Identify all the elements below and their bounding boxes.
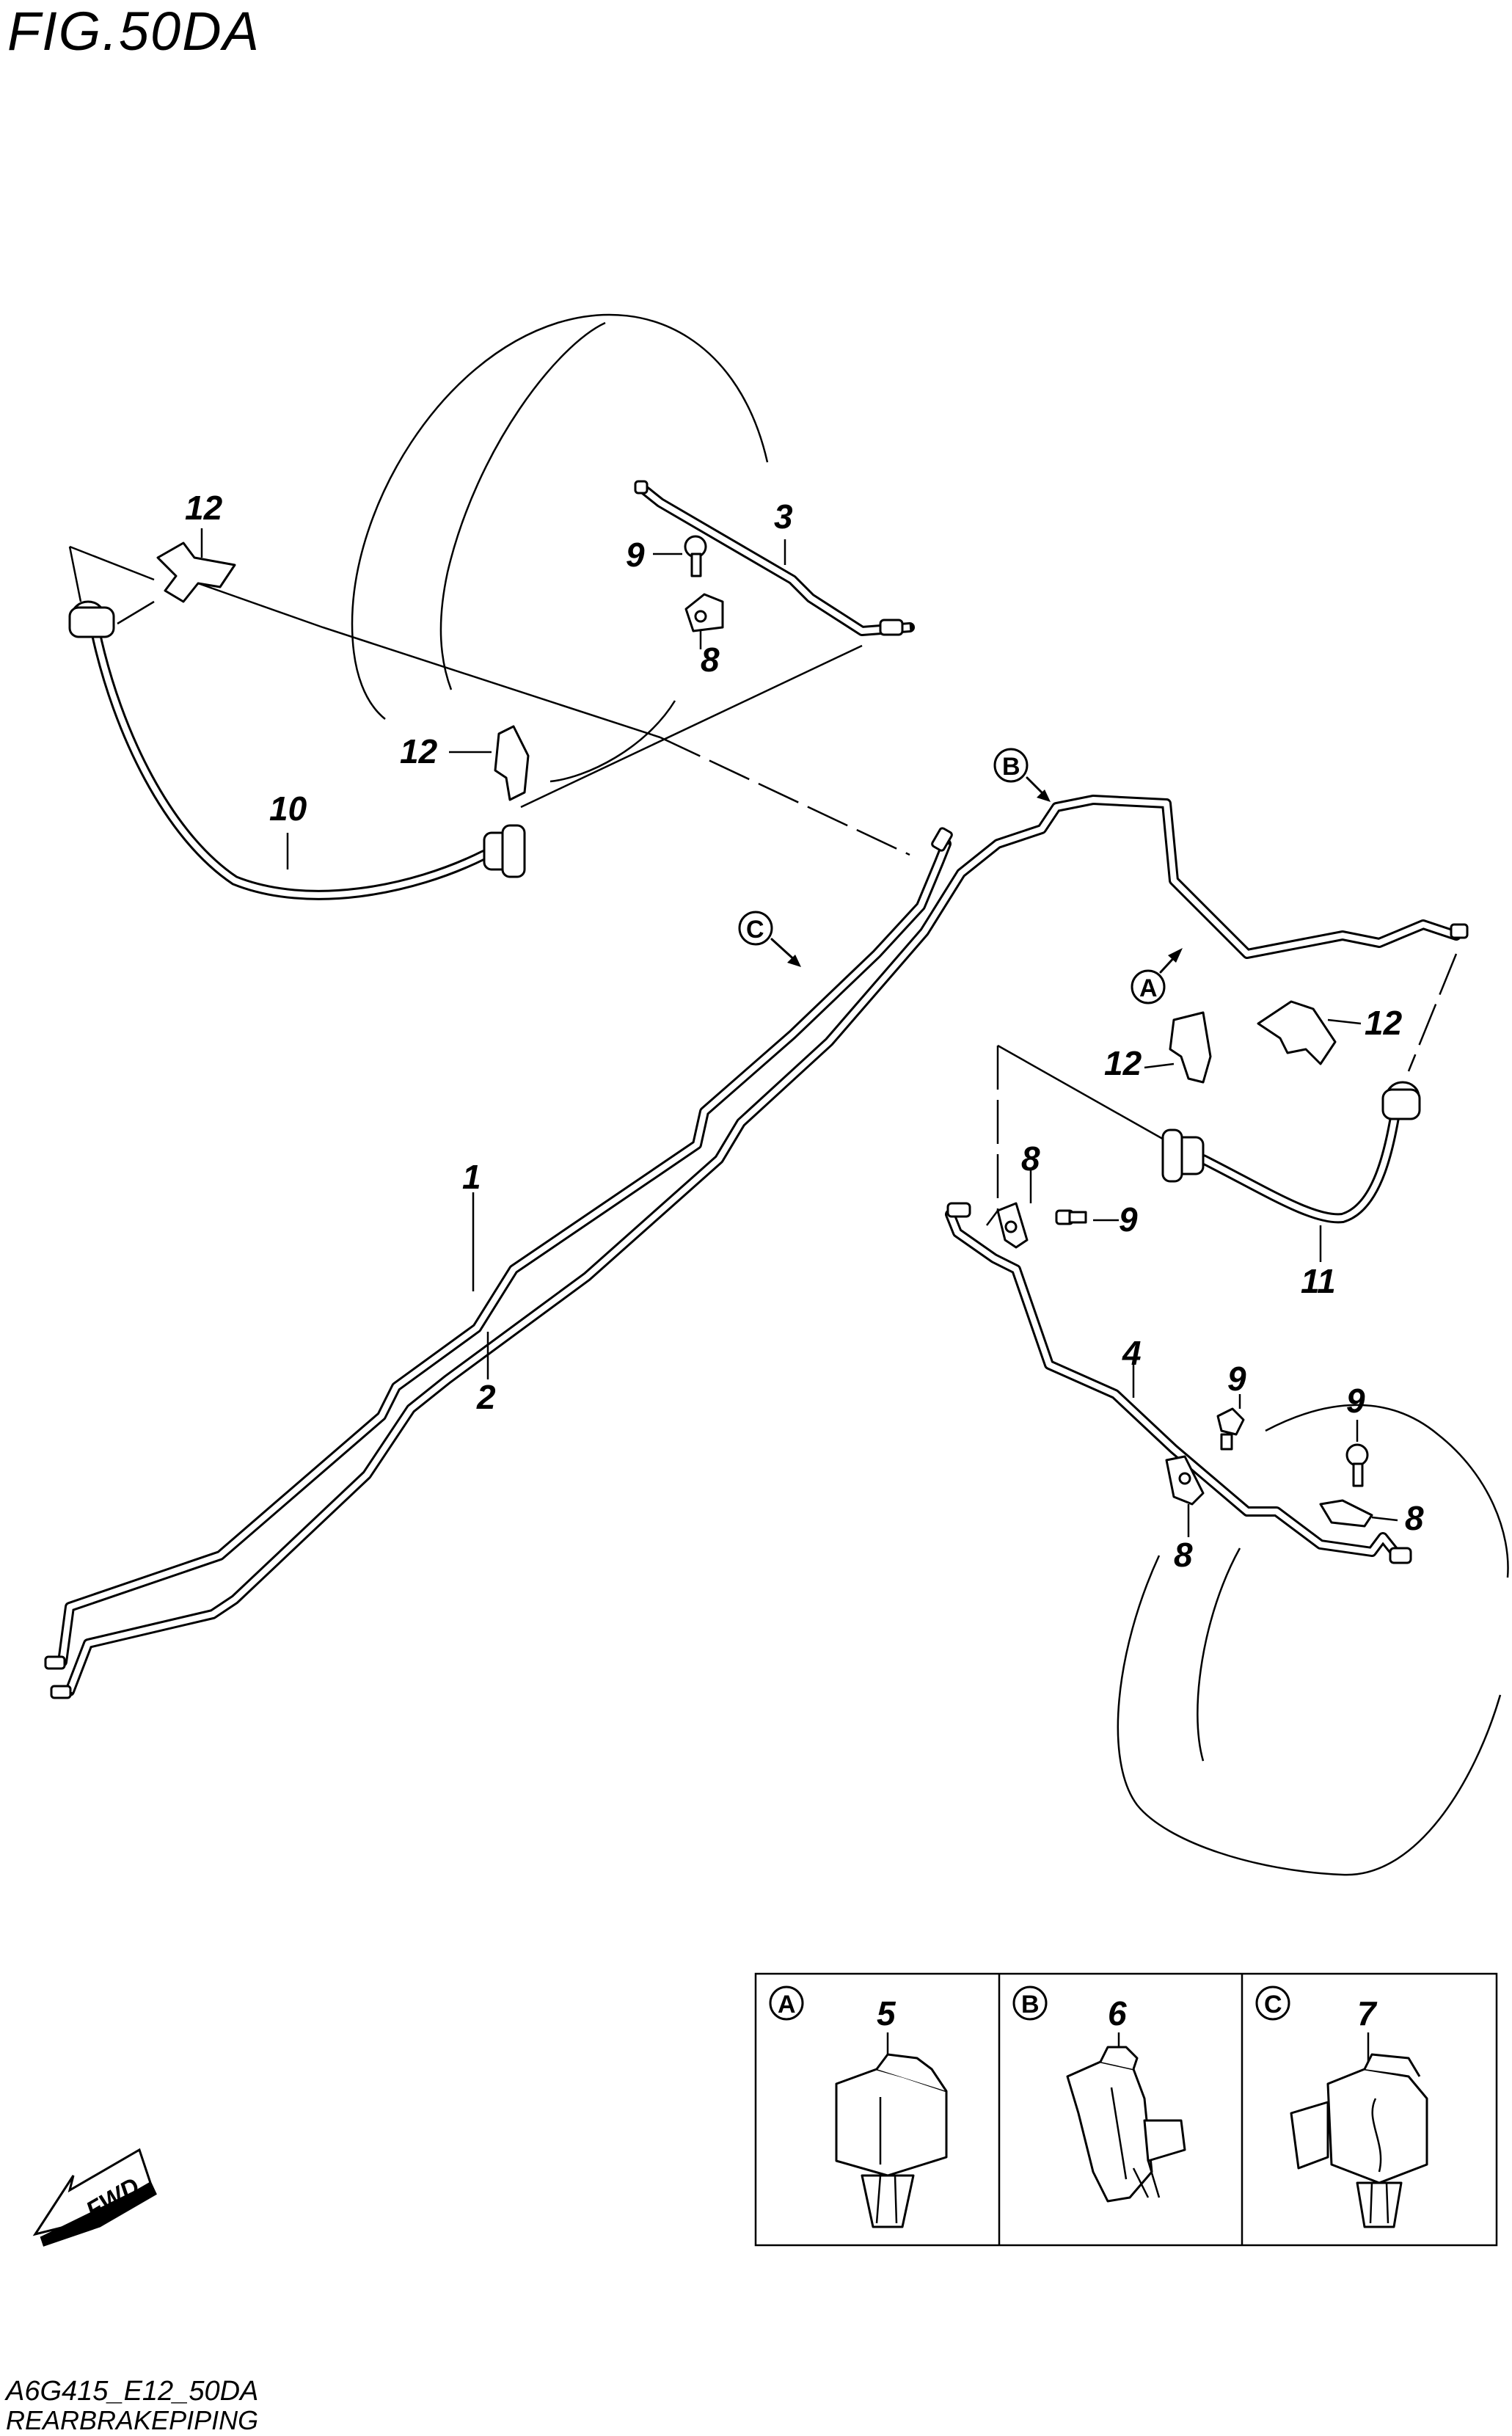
- figure-code: A6G415_E12_50DA: [6, 2376, 259, 2407]
- marker-C-text: C: [746, 916, 764, 944]
- callout-leaders: [200, 528, 1398, 1537]
- panel-marker-A: A: [778, 1991, 796, 2019]
- brake-pipe-4: [945, 1202, 1412, 1564]
- marker-A-text: A: [1139, 974, 1158, 1002]
- bracket-8-mid: [996, 1202, 1029, 1249]
- panel-part-5: 5: [877, 1994, 896, 2032]
- brake-clip-icon: [1066, 2046, 1186, 2203]
- figure-title: FIG.50DA: [7, 1, 260, 62]
- detail-panel-B: B 6: [1012, 1985, 1186, 2203]
- upper-tire: [351, 313, 769, 783]
- callout-12: 12: [185, 489, 223, 527]
- callout-9: 9: [1227, 1360, 1246, 1398]
- callout-10: 10: [269, 789, 307, 828]
- callout-9: 9: [626, 536, 645, 574]
- clip-12-mid: [494, 725, 530, 801]
- panel-marker-C: C: [1264, 1991, 1282, 2019]
- bracket-8-lower-b: [1319, 1499, 1373, 1528]
- callout-8: 8: [1405, 1499, 1424, 1537]
- clip-12-right-a: [1169, 1011, 1212, 1084]
- callout-8: 8: [701, 641, 720, 679]
- callout-1: 1: [462, 1158, 481, 1196]
- bolt-9-upper: [684, 535, 707, 577]
- clip-12-right-b: [1257, 1000, 1337, 1065]
- callout-2: 2: [476, 1378, 496, 1416]
- section-name: REARBRAKEPIPING: [6, 2405, 259, 2435]
- leader-lines: [68, 545, 1458, 1226]
- callout-8: 8: [1021, 1139, 1040, 1178]
- detail-panels: A 5 B 6: [754, 1972, 1498, 2247]
- bracket-8-lower-a: [1165, 1455, 1205, 1506]
- marker-B-main: B: [993, 748, 1051, 802]
- bolt-9-lower-a: [1216, 1407, 1245, 1451]
- panel-part-7: 7: [1357, 1994, 1378, 2032]
- brake-hose-11: [1161, 1081, 1421, 1224]
- panel-marker-B: B: [1021, 1991, 1040, 2019]
- brake-pipe-2: [65, 795, 1461, 1696]
- brake-hose-10: [68, 600, 526, 900]
- bolt-9-lower-b: [1345, 1443, 1369, 1487]
- brake-pipe-1: [57, 839, 952, 1667]
- callout-12: 12: [400, 732, 438, 770]
- callout-3: 3: [774, 497, 793, 536]
- bolt-9-mid: [1055, 1209, 1087, 1225]
- brake-pipe-3: [634, 480, 915, 636]
- marker-B-text: B: [1002, 753, 1020, 781]
- callout-8: 8: [1174, 1536, 1193, 1574]
- callout-12: 12: [1104, 1044, 1142, 1082]
- callout-numbers: 12 3 9 8 12 10 1 2 12 12 8 9 11 4 9 9 8 …: [185, 489, 1424, 1574]
- detail-panel-C: C 7: [1255, 1985, 1428, 2228]
- panel-part-6: 6: [1108, 1994, 1127, 2032]
- bracket-8-upper: [684, 593, 724, 632]
- clip-12-upper-left: [156, 541, 236, 603]
- detail-panel-A: A 5: [769, 1985, 948, 2228]
- callout-4: 4: [1122, 1334, 1142, 1372]
- brake-clip-icon: [835, 2053, 948, 2228]
- callout-11: 11: [1301, 1262, 1336, 1300]
- brake-clip-icon: [1290, 2053, 1428, 2228]
- callout-9: 9: [1346, 1382, 1365, 1420]
- marker-C-main: C: [738, 911, 801, 967]
- callout-12: 12: [1365, 1004, 1403, 1042]
- fwd-arrow-icon: FWD: [32, 2148, 157, 2247]
- callout-9: 9: [1119, 1200, 1138, 1239]
- pipe-end-fittings: [44, 827, 1469, 1699]
- marker-A-main: A: [1131, 948, 1183, 1004]
- lower-tire: [1117, 1404, 1509, 1876]
